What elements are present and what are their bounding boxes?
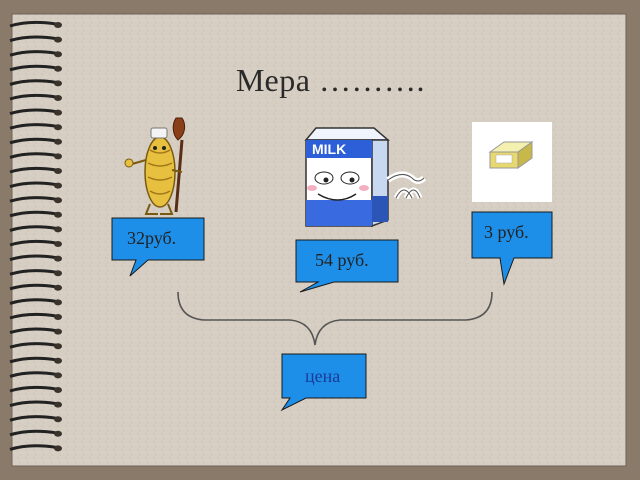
spiral-hole	[54, 357, 62, 364]
spiral-ring	[9, 371, 57, 378]
spiral-hole	[54, 401, 62, 408]
spiral-hole	[54, 387, 62, 393]
spiral-ring	[9, 123, 57, 130]
spiral-hole	[54, 211, 62, 218]
spiral-hole	[54, 153, 62, 160]
spiral-hole	[54, 299, 62, 306]
bread-baker-icon	[124, 117, 186, 215]
spiral-hole	[54, 109, 62, 116]
spiral-ring	[9, 50, 57, 57]
spiral-hole	[54, 51, 62, 58]
paper-border	[11, 13, 627, 467]
spiral-ring	[9, 239, 57, 247]
spiral-ring	[9, 152, 57, 159]
spiral-ring	[9, 35, 57, 43]
spiral-hole	[54, 241, 62, 247]
spiral-ring	[9, 444, 57, 451]
spiral-hole	[54, 22, 62, 28]
spiral-hole	[54, 372, 62, 379]
spiral-hole	[54, 270, 62, 277]
spiral-hole	[54, 226, 62, 233]
grouping-brace	[177, 291, 493, 346]
spiral-hole	[54, 416, 62, 423]
spiral-hole	[54, 255, 62, 262]
spiral-ring	[9, 400, 57, 408]
slide-title: Мера ……….	[236, 62, 425, 98]
spiral-ring	[9, 385, 57, 393]
spiral-ring	[9, 64, 57, 72]
spiral-hole	[54, 314, 62, 320]
spiral-hole	[54, 343, 62, 350]
price-callout-matches	[471, 211, 553, 286]
price-caption: цена	[305, 366, 341, 386]
carton-logo-art: MILK	[312, 141, 346, 157]
spiral-ring	[9, 429, 57, 437]
spiral-ring	[9, 108, 57, 116]
price-callout-milk	[295, 239, 399, 293]
spiral-binding	[9, 20, 62, 452]
spiral-hole	[54, 124, 62, 131]
price-caption-callout	[280, 353, 367, 412]
spiral-hole	[54, 36, 62, 43]
spiral-ring	[9, 137, 57, 145]
spiral-ring	[9, 342, 57, 349]
milk-carton-icon: MILK	[304, 127, 427, 228]
spiral-hole	[54, 328, 62, 335]
spiral-hole	[54, 138, 62, 145]
bread-price-label: 32руб.	[127, 228, 177, 248]
spiral-hole	[54, 430, 62, 437]
matches-price-label: 3 руб.	[484, 222, 529, 242]
spiral-ring	[9, 283, 57, 291]
spiral-hole	[54, 80, 62, 87]
spiral-hole	[54, 182, 62, 189]
spiral-ring	[9, 356, 57, 364]
spiral-ring	[9, 196, 57, 203]
price-callout-bread	[111, 217, 205, 277]
spiral-ring	[9, 327, 57, 335]
spiral-ring	[9, 20, 57, 28]
spiral-ring	[9, 79, 57, 86]
spiral-ring	[9, 166, 57, 174]
spiral-hole	[54, 284, 62, 291]
spiral-ring	[9, 181, 57, 189]
spiral-ring	[9, 210, 57, 218]
spiral-hole	[54, 168, 62, 174]
spiral-ring	[9, 298, 57, 305]
spiral-ring	[9, 93, 57, 101]
spiral-hole	[54, 445, 62, 452]
matchbox-icon	[472, 122, 552, 202]
spiral-ring	[9, 225, 57, 232]
spiral-hole	[54, 65, 62, 72]
spiral-ring	[9, 269, 57, 276]
spiral-ring	[9, 312, 57, 320]
spiral-hole	[54, 197, 62, 204]
spiral-ring	[9, 415, 57, 422]
milk-price-label: 54 руб.	[315, 250, 369, 270]
spiral-hole	[54, 95, 62, 101]
spiral-ring	[9, 254, 57, 262]
